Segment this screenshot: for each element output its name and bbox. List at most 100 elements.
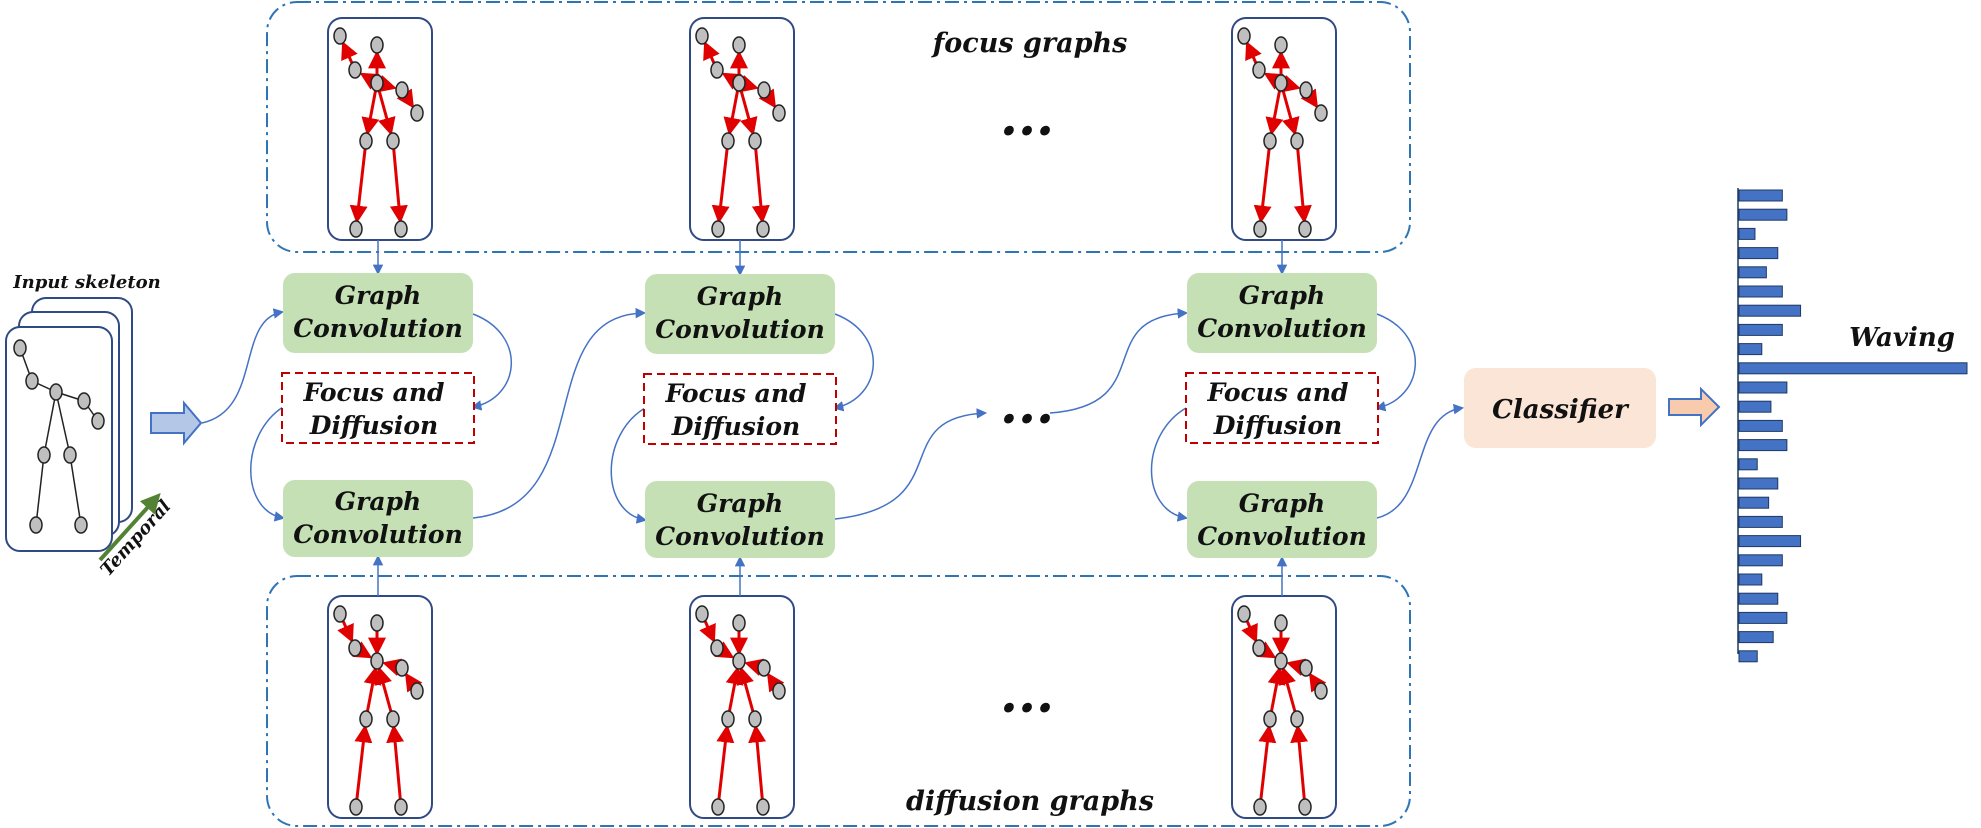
input-frame-front	[5, 326, 113, 552]
svg-text:Graph: Graph	[697, 489, 783, 518]
skeleton-edge	[341, 40, 358, 65]
input-skeleton-joint	[25, 372, 39, 390]
skeleton-joint	[721, 132, 735, 150]
skeleton-joint	[386, 710, 400, 728]
focus-graphs-ellipsis: ...	[1000, 87, 1054, 148]
skeleton-edge	[359, 72, 380, 90]
skeleton-joint	[1299, 659, 1313, 677]
output-bar	[1738, 458, 1758, 471]
skeleton-joint	[748, 132, 762, 150]
diffusion-graphs-group	[266, 575, 1411, 827]
diffusion-skeleton-3	[1231, 595, 1337, 819]
output-bar	[1738, 189, 1783, 202]
svg-text:Graph: Graph	[335, 487, 421, 516]
skeleton-joint	[757, 81, 771, 99]
input-arrow	[150, 400, 203, 446]
skeleton-edge	[382, 658, 402, 676]
skeleton-joint	[394, 220, 408, 238]
connector-fd1-to-gc2	[250, 406, 286, 522]
skeleton-edge	[723, 89, 742, 136]
skeleton-joint	[1290, 710, 1304, 728]
skeleton-joint	[732, 36, 746, 54]
connector-block1-to-block2	[472, 307, 647, 519]
skeleton-edge	[1300, 88, 1319, 109]
skeleton-edge	[389, 147, 408, 224]
output-bar	[1738, 515, 1783, 528]
svg-text:Graph: Graph	[1239, 281, 1325, 310]
output-bar	[1738, 439, 1788, 452]
skeleton-joint	[1253, 220, 1267, 238]
input-skeleton-edge	[43, 391, 57, 456]
skeleton-joint	[395, 81, 409, 99]
skeleton-edge	[386, 724, 405, 801]
output-class-label: Waving	[1849, 323, 1955, 353]
skeleton-joint	[410, 682, 424, 700]
skeleton-joint	[756, 798, 770, 816]
svg-text:Graph: Graph	[335, 281, 421, 310]
output-bar	[1738, 227, 1756, 240]
skeleton-joint	[1274, 652, 1288, 670]
output-bar	[1738, 400, 1772, 413]
connector-block2-to-ellipsis	[834, 408, 988, 520]
skeleton-joint	[370, 36, 384, 54]
input-skeleton-joint	[29, 516, 43, 534]
skeleton-joint	[395, 659, 409, 677]
input-skeleton-joint	[91, 412, 105, 430]
output-bar	[1738, 381, 1788, 394]
skeleton-edge	[744, 658, 764, 676]
focus-graphs-group	[266, 1, 1411, 253]
skeleton-edge	[736, 666, 755, 713]
output-bar	[1738, 650, 1758, 663]
svg-text:Convolution: Convolution	[655, 522, 825, 551]
input-skeleton-joint	[37, 446, 51, 464]
skeleton-edge	[758, 88, 777, 109]
connectors	[201, 240, 1465, 596]
connector-fd3-to-gc6	[1150, 407, 1189, 522]
skeleton-joint	[1314, 682, 1328, 700]
skeleton-joint	[348, 639, 362, 657]
svg-text:Focus and: Focus and	[302, 378, 444, 407]
skeleton-edge	[748, 724, 767, 801]
connector-gc3-to-fd2	[832, 313, 874, 412]
svg-text:Diffusion: Diffusion	[1213, 411, 1342, 440]
skeleton-joint	[1252, 61, 1266, 79]
skeleton-edge	[739, 89, 758, 136]
skeleton-edge	[377, 89, 396, 136]
skeleton-edge	[1293, 147, 1312, 224]
skeleton-joint	[711, 798, 725, 816]
diffusion-skeleton-2	[689, 595, 795, 819]
skeleton-joint	[1274, 36, 1288, 54]
skeleton-edge	[1245, 40, 1262, 65]
skeleton-joint	[370, 74, 384, 92]
input-skeleton-joint	[13, 339, 27, 357]
output-bar	[1738, 477, 1779, 490]
input-skeleton-joint	[63, 446, 77, 464]
skeleton-edge	[1308, 672, 1327, 693]
skeleton-edge	[404, 672, 423, 693]
output-bar	[1738, 631, 1774, 644]
output-bar	[1738, 285, 1783, 298]
svg-text:Convolution: Convolution	[655, 315, 825, 344]
skeleton-joint	[732, 652, 746, 670]
skeleton-joint	[1299, 81, 1313, 99]
diffusion-skeletons	[327, 595, 1337, 819]
skeleton-joint	[1263, 132, 1277, 150]
skeleton-edge	[396, 88, 415, 109]
output-bar	[1738, 362, 1968, 375]
output-bar	[1738, 323, 1783, 336]
skeleton-edge	[1265, 89, 1284, 136]
skeleton-edge	[377, 75, 397, 93]
focus-diffusion-block-2: Focus and Diffusion	[643, 373, 837, 445]
focus-diffusion-block-1: Focus and Diffusion	[281, 372, 475, 444]
skeleton-joint	[359, 710, 373, 728]
focus-skeletons	[327, 17, 1337, 241]
skeleton-edge	[1278, 666, 1297, 713]
connector-gc1-to-fd1	[470, 313, 512, 411]
svg-text:Diffusion: Diffusion	[671, 412, 800, 441]
focus-skeleton-1	[327, 17, 433, 241]
output-arrow	[1668, 386, 1721, 428]
svg-text:Convolution: Convolution	[1197, 522, 1367, 551]
skeleton-edge	[354, 724, 373, 801]
skeleton-edge	[703, 40, 720, 65]
graph-convolution-block-1a: Graph Convolution	[283, 273, 473, 353]
